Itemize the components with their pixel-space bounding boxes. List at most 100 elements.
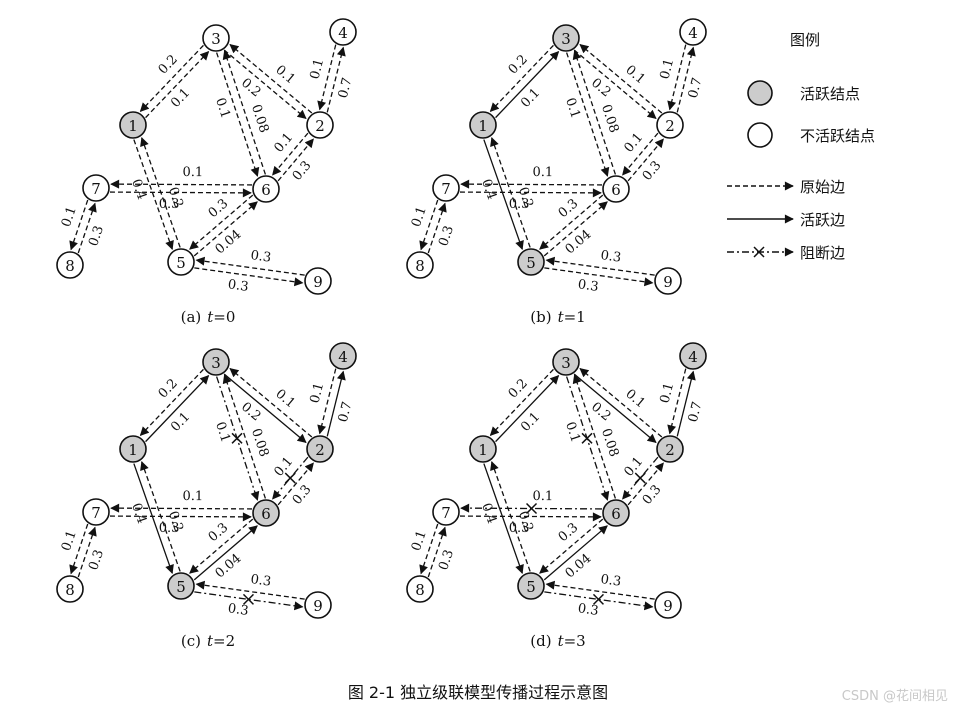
active-node-circle: [517, 572, 545, 600]
inactive-node-circle: [406, 575, 434, 603]
edge-weight-label: 0.08: [598, 103, 621, 135]
edge-weight-label: 0.2: [588, 76, 613, 101]
node-8: 8: [406, 251, 434, 279]
node-4: 4: [679, 18, 707, 46]
edge-weight-label: 0.1: [532, 489, 553, 504]
node-3: 3: [202, 24, 230, 52]
active-node-circle: [552, 348, 580, 376]
edge-weight-label: 0.3: [227, 601, 250, 619]
edge-line-active: [483, 463, 524, 575]
edge-weight-label: 0.08: [248, 103, 271, 135]
edge-line-original: [277, 462, 314, 506]
node-6: 6: [602, 499, 630, 527]
edge-weight-label: 0.4: [128, 501, 149, 525]
blocked-cross-icon: [581, 432, 593, 444]
edge-8-to-7: 0.3: [77, 526, 107, 578]
edge-weight-label: 0.1: [59, 205, 80, 229]
edge-weight-label: 0.1: [182, 489, 203, 504]
edge-6-to-7: 0.1: [460, 165, 603, 189]
node-7: 7: [432, 174, 460, 202]
edge-line-original: [539, 518, 604, 574]
edge-9-to-5: 0.3: [545, 572, 655, 600]
edge-line-blocked: [272, 456, 309, 500]
active-node-circle: [119, 435, 147, 463]
inactive-node-circle: [82, 174, 110, 202]
edge-line-original: [667, 368, 687, 435]
edge-line-active: [543, 525, 608, 581]
edge-5-to-9: 0.3: [194, 267, 304, 295]
panel-caption-prefix: (c): [181, 632, 201, 650]
panel-caption-value: =1: [564, 308, 586, 326]
figure-caption: 图 2-1 独立级联模型传播过程示意图: [348, 683, 608, 702]
node-5: 5: [517, 572, 545, 600]
edge-weight-label: 0.2: [515, 509, 536, 533]
legend-inactive-node-icon: [747, 122, 773, 148]
edge-weight-label: 0.1: [212, 420, 233, 444]
node-4: 4: [329, 342, 357, 370]
inactive-node-circle: [679, 18, 707, 46]
node-label: 9: [663, 597, 673, 615]
edge-line-original: [627, 138, 664, 182]
node-9: 9: [304, 267, 332, 295]
node-3: 3: [552, 24, 580, 52]
edge-weight-label: 0.04: [213, 227, 245, 257]
node-1: 1: [469, 111, 497, 139]
panel-caption-prefix: (b): [530, 308, 551, 326]
edge-2-to-4: 0.7: [326, 370, 355, 437]
node-7: 7: [82, 498, 110, 526]
edge-line-original: [545, 580, 655, 600]
edge-line-original: [572, 50, 617, 175]
node-9: 9: [654, 267, 682, 295]
edge-line-original: [69, 199, 89, 251]
node-6: 6: [252, 175, 280, 203]
panel-caption-prefix: (a): [181, 308, 202, 326]
legend-original-edge-label: 原始边: [800, 178, 845, 196]
active-node-circle: [656, 435, 684, 463]
edge-weight-label: 0.3: [86, 548, 107, 572]
edge-weight-label: 0.1: [658, 57, 678, 81]
edge-weight-label: 0.1: [532, 165, 553, 180]
panel-caption: (c)t=2: [181, 632, 235, 650]
edge-7-to-6: 0.3: [109, 188, 252, 212]
edge-weight-label: 0.1: [182, 165, 203, 180]
inactive-node-circle: [432, 498, 460, 526]
node-label: 2: [315, 441, 325, 459]
node-label: 4: [338, 24, 348, 42]
edge-weight-label: 0.1: [308, 57, 328, 81]
node-8: 8: [56, 575, 84, 603]
panel-caption: (d)t=3: [530, 632, 585, 650]
inactive-node-circle: [56, 251, 84, 279]
node-label: 8: [65, 581, 75, 599]
edge-weight-label: 0.3: [509, 521, 530, 536]
watermark: CSDN @花间相见: [842, 688, 948, 704]
edge-8-to-7: 0.3: [77, 202, 107, 254]
node-label: 8: [415, 257, 425, 275]
node-8: 8: [56, 251, 84, 279]
node-label: 2: [665, 117, 675, 135]
active-node-circle: [469, 111, 497, 139]
active-node-circle: [679, 342, 707, 370]
edge-line-original: [427, 202, 447, 254]
node-label: 9: [313, 273, 323, 291]
edge-line-original: [317, 44, 337, 111]
edge-line-blocked: [544, 591, 654, 611]
node-1: 1: [119, 111, 147, 139]
edge-line-original: [326, 46, 346, 113]
node-label: 4: [688, 24, 698, 42]
edge-line-original: [627, 462, 664, 506]
inactive-node-circle: [432, 174, 460, 202]
node-5: 5: [517, 248, 545, 276]
edge-weight-label: 0.3: [86, 224, 107, 248]
edge-line-original: [222, 50, 267, 175]
edge-weight-label: 0.2: [238, 76, 263, 101]
edge-line-original: [139, 44, 204, 113]
edge-weight-label: 0.3: [250, 572, 273, 590]
edge-weight-label: 0.3: [159, 197, 180, 212]
inactive-node-circle: [602, 175, 630, 203]
edge-weight-label: 0.3: [436, 548, 457, 572]
edge-line-original: [69, 523, 89, 575]
blocked-cross-icon: [231, 432, 243, 444]
edge-line-original: [139, 368, 204, 437]
edge-2-to-4: 0.7: [676, 370, 705, 437]
